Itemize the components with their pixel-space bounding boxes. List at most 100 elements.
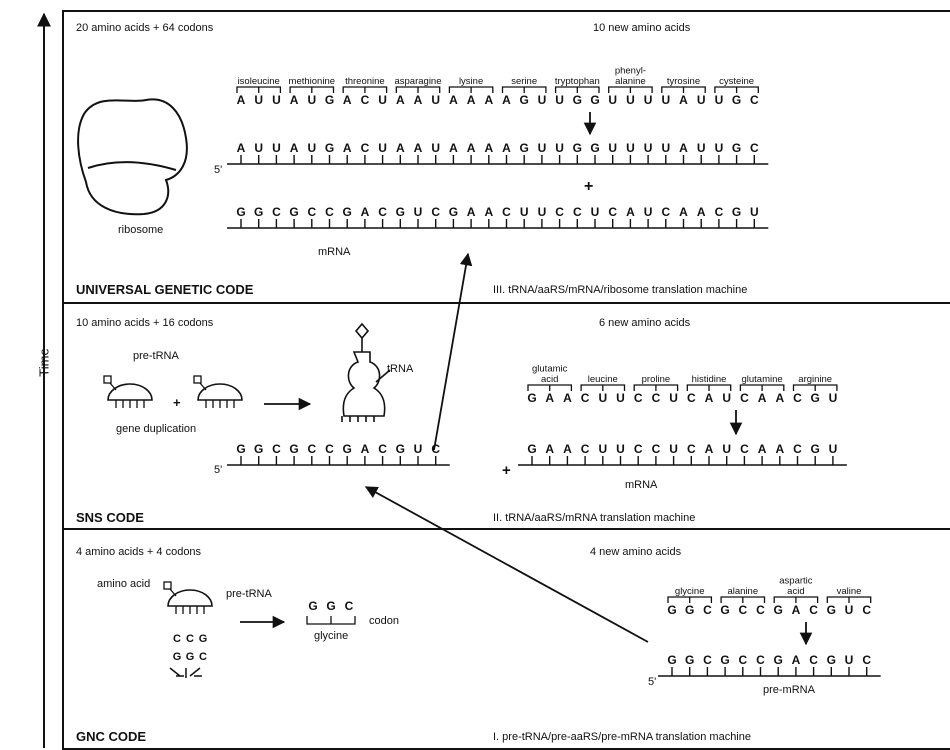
universal-strand-top-base: A [396,141,405,155]
sns-strand-right-base: G [811,442,820,456]
universal-strand-top-base: U [538,141,547,155]
sns-amino-acid-label: leucine [588,374,618,385]
universal-strand-top-base: G [590,141,599,155]
sns-strand-right-base: C [687,442,696,456]
universal-codon-bracket [289,86,335,93]
universal-amino-acid-label: asparagine [394,76,441,87]
gnc-code-title: GNC CODE [76,729,147,744]
gnc-amino-acid-label: acid [787,586,804,597]
universal-codons-base: A [467,93,476,107]
gnc-codon-bracket [720,596,766,603]
universal-codons-base: U [307,93,316,107]
gnc-codons-base: C [756,603,765,617]
universal-strand-bottom-base: C [325,205,334,219]
gnc-codons-base: G [667,603,676,617]
universal-strand-bottom-base: G [449,205,458,219]
universal-strand-bottom-base: C [502,205,511,219]
universal-strand-top-base: U [378,141,387,155]
universal-strand-bottom-base: A [484,205,493,219]
universal-codons-base: U [626,93,635,107]
gnc-machine-label: I. pre-tRNA/pre-aaRS/pre-mRNA translatio… [493,731,751,743]
sns-strand-right-base: A [775,442,784,456]
sns-strand-left-base: G [396,442,405,456]
universal-codons-base: U [555,93,564,107]
ribosome-shape [77,98,188,216]
gnc-amino-acid-label: alanine [727,586,758,597]
universal-header: 20 amino acids + 64 codons [76,22,214,34]
arrow-sns-to-universal [433,252,473,451]
gnc-strand-base: C [862,653,871,667]
universal-strand-bottom-base: G [289,205,298,219]
sns-strand-left-base: A [361,442,370,456]
sns-mrna-label: mRNA [625,479,658,491]
universal-strand-bottom-base: U [414,205,423,219]
sns-strand-right-base: U [829,442,838,456]
gnc-pairing-base: C [199,651,207,663]
sns-strand-left-base: U [414,442,423,456]
universal-codons-base: A [290,93,299,107]
gnc-strand-base: G [685,653,694,667]
sns-codons-base: U [829,391,838,405]
sns-strand-right-base: C [581,442,590,456]
sns-strand-right-base: U [598,442,607,456]
sns-code-title: SNS CODE [76,510,144,525]
gene-duplication-label: gene duplication [116,423,197,435]
universal-machine-label: III. tRNA/aaRS/mRNA/ribosome translation… [493,284,748,296]
gnc-anticodon-base: C [186,633,194,645]
universal-strand-top-base: U [307,141,316,155]
universal-strand-top-base: A [290,141,299,155]
trna-figure [341,322,391,422]
universal-strand-top-base: A [237,141,246,155]
sns-codons-base: C [687,391,696,405]
universal-strand-bottom-base: U [538,205,547,219]
pre-mrna-label: pre-mRNA [763,684,815,696]
sns-strand-right-base: C [634,442,643,456]
gnc-anticodon-legs [169,667,202,678]
universal-strand-top-base: U [644,141,653,155]
sns-codons-base: C [634,391,643,405]
sns-codons-base: A [758,391,767,405]
universal-codon-bracket [448,86,494,93]
gnc-anticodon-base: G [199,633,208,645]
sns-strand-left-base: G [343,442,352,456]
sns-codon-bracket [633,384,679,391]
gnc-pairing-base: G [186,651,195,663]
universal-amino-acid-label: lysine [459,76,483,87]
gnc-strand-base: G [774,653,783,667]
arrow-gnc-to-sns [364,486,649,643]
sns-codons-base: A [563,391,572,405]
universal-strand-bottom-base: A [679,205,688,219]
sns-codons-base: C [740,391,749,405]
universal-codons-base: A [484,93,493,107]
gnc-amino-acid-label: glycine [675,586,705,597]
universal-amino-acid-label: serine [511,76,537,87]
universal-strand-bottom-base: C [715,205,724,219]
gnc-codon-example-base: G [308,599,317,613]
gnc-codon-example-base: G [326,599,335,613]
sns-codons-base: A [545,391,554,405]
gnc-codons-base: G [827,603,836,617]
universal-strand-top-base: U [254,141,263,155]
sns-strand-right-base: U [616,442,625,456]
sns-header: 10 amino acids + 16 codons [76,317,214,329]
universal-strand-bottom-base: A [467,205,476,219]
universal-codons-base: A [343,93,352,107]
ribosome-subunit-line [87,161,177,171]
sns-codon-bracket [527,384,573,391]
sns-strand-left-base: G [254,442,263,456]
gnc-glycine-label: glycine [314,630,349,642]
gnc-new-label: 4 new amino acids [590,546,682,558]
universal-codons-base: C [361,93,370,107]
sns-codons-base: G [527,391,536,405]
universal-codons-base: U [715,93,724,107]
sns-strand-right-base: U [722,442,731,456]
sns-codons-base: A [775,391,784,405]
gnc-codons-base: G [774,603,783,617]
gnc-pre-trna-label: pre-tRNA [226,588,272,600]
sns-strand-right-base: A [758,442,767,456]
sns-codon-bracket [792,384,838,391]
universal-codons-base: G [573,93,582,107]
universal-strand-bottom-base: C [307,205,316,219]
universal-strand-top-base: A [343,141,352,155]
